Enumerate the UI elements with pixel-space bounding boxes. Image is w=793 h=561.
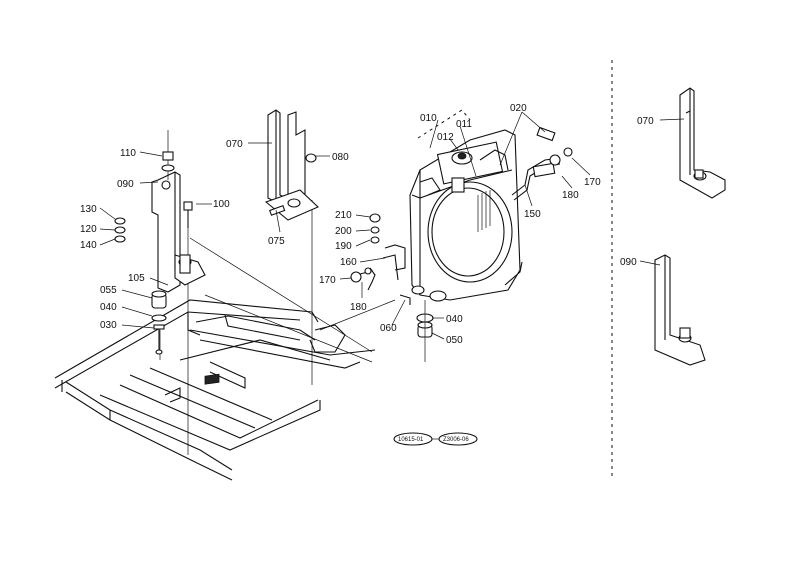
label-080: 080 [332, 152, 349, 163]
label-150: 150 [524, 209, 541, 220]
leader-lines [99, 111, 685, 340]
mount-055-030 [151, 290, 167, 355]
bracket-090-detail [654, 254, 706, 366]
label-090-detail: 090 [620, 257, 637, 268]
label-130: 130 [80, 204, 97, 215]
label-105: 105 [128, 273, 145, 284]
label-011: 011 [456, 119, 472, 130]
label-010: 010 [420, 113, 437, 124]
radiator-assembly [409, 109, 523, 302]
label-210: 210 [335, 210, 352, 221]
reference-codes: 10615-01 Z3006-06 [393, 432, 478, 446]
label-160: 160 [340, 257, 357, 268]
bracket-070-detail [679, 87, 726, 199]
label-110: 110 [120, 148, 136, 159]
label-020: 020 [510, 103, 527, 114]
small-parts-stack [350, 213, 406, 291]
label-075: 075 [268, 236, 285, 247]
label-070-detail: 070 [637, 116, 654, 127]
reference-oval-2 [438, 432, 478, 446]
label-170: 170 [319, 275, 336, 286]
label-090: 090 [117, 179, 134, 190]
label-060: 060 [380, 323, 397, 334]
hose-150 [511, 126, 573, 201]
label-100: 100 [213, 199, 230, 210]
label-055: 055 [100, 285, 117, 296]
radiator-fins [477, 190, 491, 232]
label-170-hose: 170 [584, 177, 601, 188]
label-190: 190 [335, 241, 352, 252]
label-040: 040 [100, 302, 117, 313]
bolt-100 [183, 201, 193, 228]
label-180: 180 [350, 302, 367, 313]
label-030: 030 [100, 320, 117, 331]
label-200: 200 [335, 226, 352, 237]
washers-130-140 [114, 217, 126, 243]
reference-code-1: 10615-01 [398, 437, 424, 443]
label-140: 140 [80, 240, 97, 251]
label-050: 050 [446, 335, 463, 346]
label-120: 120 [80, 224, 97, 235]
label-040-mount: 040 [446, 314, 463, 325]
reference-code-2: Z3006-06 [443, 437, 469, 443]
mount-060-050 [399, 294, 434, 362]
label-070: 070 [226, 139, 243, 150]
bracket-090 [151, 130, 206, 293]
label-012: 012 [437, 132, 454, 143]
bracket-070 [264, 109, 319, 221]
label-180-hose: 180 [562, 190, 579, 201]
part-labels: 110 090 130 120 140 100 105 055 040 030 … [80, 103, 654, 346]
